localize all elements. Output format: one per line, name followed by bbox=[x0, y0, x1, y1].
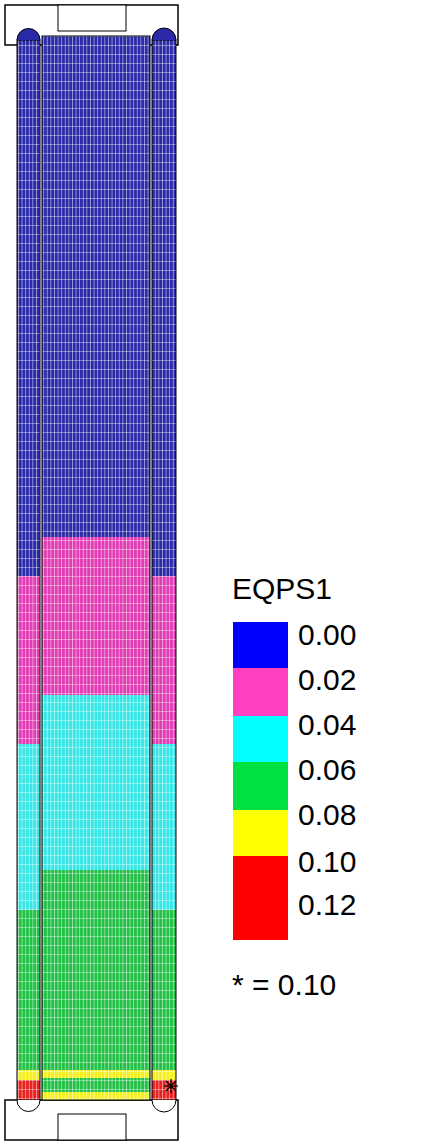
legend-title: EQPS1 bbox=[232, 574, 332, 604]
legend-swatch bbox=[233, 762, 288, 810]
legend-swatch bbox=[233, 856, 288, 940]
legend-value: 0.08 bbox=[298, 800, 356, 830]
legend-value: 0.12 bbox=[298, 890, 356, 920]
legend-value: 0.06 bbox=[298, 755, 356, 785]
max-marker bbox=[164, 1079, 178, 1093]
legend-value: 0.00 bbox=[298, 620, 356, 650]
legend-value: 0.02 bbox=[298, 665, 356, 695]
end-cap bbox=[152, 1100, 176, 1112]
legend-swatch bbox=[233, 716, 288, 762]
end-cap bbox=[17, 1100, 40, 1112]
web bbox=[42, 36, 150, 1100]
right-flange bbox=[152, 28, 176, 1100]
legend-swatch bbox=[233, 668, 288, 716]
max-note: * = 0.10 bbox=[232, 970, 336, 1000]
left-flange bbox=[17, 29, 40, 1101]
legend-swatch bbox=[233, 622, 288, 668]
legend-value: 0.10 bbox=[298, 847, 356, 877]
legend-swatch bbox=[233, 810, 288, 856]
bottom-fixture bbox=[5, 1100, 178, 1140]
legend-value: 0.04 bbox=[298, 710, 356, 740]
